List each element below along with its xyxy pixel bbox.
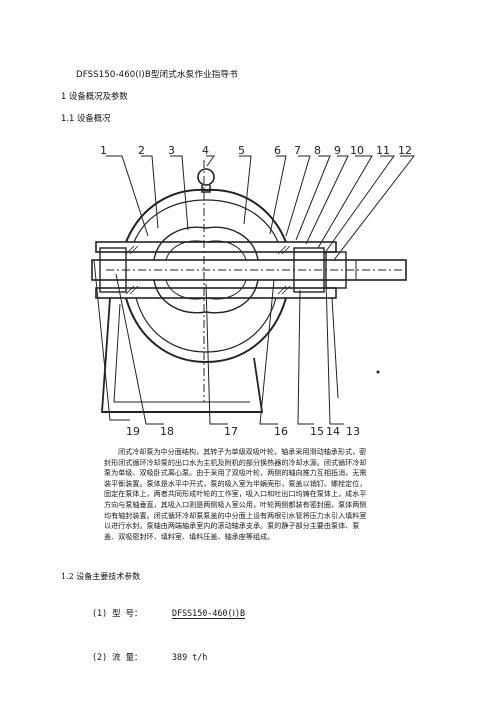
callout-19: 19 xyxy=(126,425,140,438)
paragraph-line: 闭式冷却泵为中分面结构，其转子为单级双吸叶轮，轴承采用滑动轴承形式，密 xyxy=(118,447,367,456)
callout-7: 7 xyxy=(294,144,301,157)
paragraph-line: 均有轴封装置。闭式循环冷却泵泵盖的中分面上设有两根引水管将压力水引入填料室 xyxy=(104,510,367,520)
param-model: (1) 型 号： DFSS150-460(Ⅰ)B xyxy=(92,607,246,619)
callout-3: 3 xyxy=(168,144,175,157)
callout-13: 13 xyxy=(346,425,360,438)
callout-18: 18 xyxy=(160,425,174,438)
callout-5: 5 xyxy=(238,144,245,157)
callout-2: 2 xyxy=(138,144,145,157)
callout-14: 14 xyxy=(326,425,340,438)
section-heading-1-2: 1.2 设备主要技术参数 xyxy=(61,572,141,581)
paragraph-line: 以进行水封。泵轴由两端轴承室内的滚动轴承支承。泵的静子部分主要由泵体、泵 xyxy=(104,521,360,531)
callout-17: 17 xyxy=(224,425,238,438)
callout-12: 12 xyxy=(398,144,412,157)
paragraph-line: 方向与泵轴垂直，其吸入口则是两侧吸入室公用，叶轮两侧都装有密封圈，泵体两侧 xyxy=(104,499,367,509)
param-flow: (2) 流 量： 389 t/h xyxy=(92,651,207,663)
callout-15: 15 xyxy=(310,425,324,438)
callout-1: 1 xyxy=(100,144,107,157)
callout-9: 9 xyxy=(334,144,341,157)
callout-4: 4 xyxy=(202,144,209,157)
callout-6: 6 xyxy=(274,144,281,157)
paragraph-line: 封形闭式循环冷却泵的出口水为主机及附机的部分换热器的冷却水源。闭式循环冷却 xyxy=(104,457,367,467)
callout-11: 11 xyxy=(376,144,390,157)
section-heading-1: 1 设备概况及参数 xyxy=(61,91,128,101)
paragraph-line: 盖、双吸密封环、填料室、填料压盖、轴承座等组成。 xyxy=(104,531,275,541)
callout-8: 8 xyxy=(314,144,321,157)
param-value: 389 t/h xyxy=(172,652,208,662)
callout-10: 10 xyxy=(350,144,364,157)
param-value: DFSS150-460(Ⅰ)B xyxy=(172,608,246,619)
overview-paragraph: 闭式冷却泵为中分面结构，其转子为单级双吸叶轮，轴承采用滑动轴承形式，密 封形闭式… xyxy=(104,447,434,542)
param-label: (1) 型 号： xyxy=(92,608,143,618)
paragraph-line: 装平衡装置。泵体是水平中开式，泵的吸入室为半蜗壳形，泵盖以销钉、螺栓定位， xyxy=(104,478,367,488)
param-label: (2) 流 量： xyxy=(92,652,143,662)
pump-cross-section-drawing: 1 2 3 4 5 6 7 8 9 10 11 12 19 18 17 16 1… xyxy=(91,144,416,438)
paragraph-line: 固定在泵体上，两者共同形成叶轮的工作室，吸入口和吐出口均铸在泵体上，成水平 xyxy=(104,489,367,499)
paragraph-line: 泵为单级、双吸卧式离心泵。由于采用了双吸叶轮，两侧的轴向推力互相抵消，无需 xyxy=(104,468,367,478)
section-heading-1-1: 1.1 设备概况 xyxy=(61,113,111,123)
document-title: DFSS150-460(Ⅰ)B型闭式水泵作业指导书 xyxy=(76,70,238,80)
callout-16: 16 xyxy=(274,425,288,438)
